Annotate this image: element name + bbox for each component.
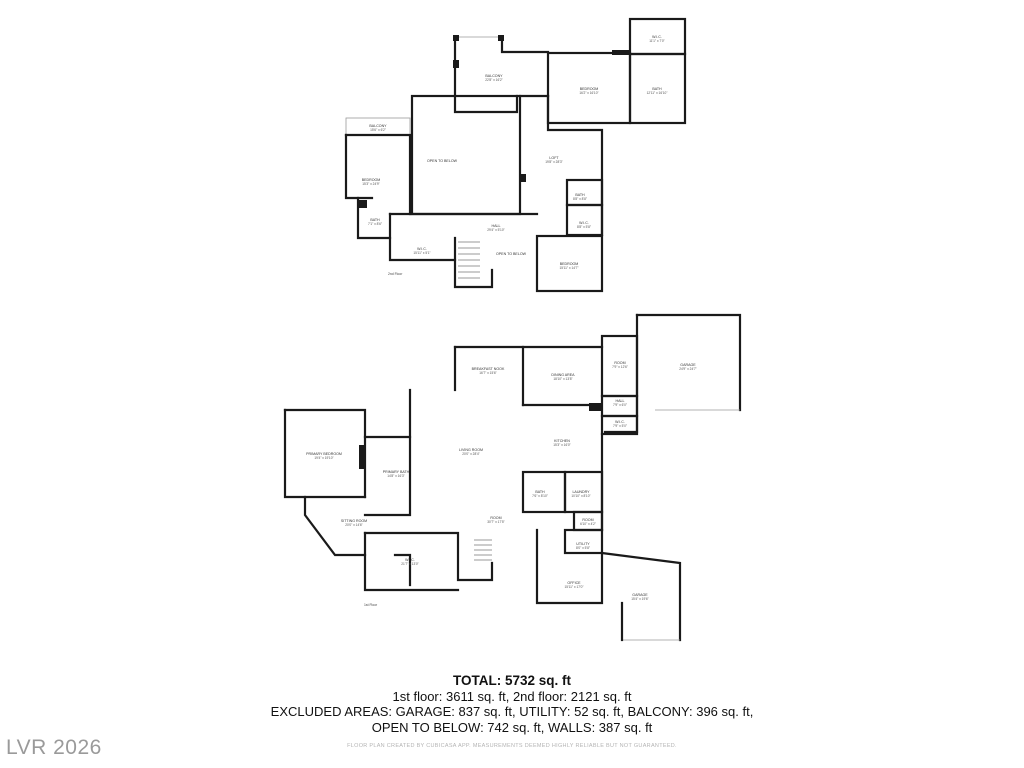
- room-name-hall-1: HALL: [616, 399, 625, 403]
- room-name-wic-1: W.I.C.: [615, 420, 625, 424]
- room-name-primary-bedroom: PRIMARY BEDROOM: [306, 452, 342, 456]
- disclaimer-text: FLOOR PLAN CREATED BY CUBICASA APP. MEAS…: [347, 743, 677, 749]
- room-name-loft: LOFT: [549, 156, 559, 160]
- room-name-laundry: LAUNDRY: [572, 490, 590, 494]
- room-dimension-loft: 19'8" x 28'3": [545, 160, 562, 164]
- room-dimension-sitting: 20'0" x 14'6": [345, 523, 362, 527]
- area-summary: TOTAL: 5732 sq. ft 1st floor: 3611 sq. f…: [0, 673, 1024, 735]
- room-name-wic-mid: W.I.C.: [579, 221, 589, 225]
- room-dimension-room-2: 30'7" x 17'5": [487, 520, 504, 524]
- first-floor-label: 1st Floor: [364, 603, 378, 607]
- room-dimension-hall-1: 7'9" x 6'0": [613, 403, 627, 407]
- room-dimension-balcony-left: 15'6" x 6'2": [370, 128, 386, 132]
- room-dimension-bedroom-top: 16'2" x 16'10": [579, 91, 598, 95]
- room-dimension-primary-bath: 14'8" x 16'3": [387, 474, 404, 478]
- room-dimension-wic-1: 7'9" x 5'0": [613, 424, 627, 428]
- room-name-breakfast: BREAKFAST NOOK: [472, 367, 505, 371]
- room-dimension-breakfast: 16'7" x 15'6": [479, 371, 496, 375]
- room-dimension-dining: 18'10" x 13'8": [553, 377, 572, 381]
- room-name-office: OFFICE: [567, 581, 581, 585]
- room-name-bedroom-left: BEDROOM: [362, 178, 381, 182]
- room-name-bath-top: BATH: [652, 87, 662, 91]
- second-floor-plan: 2nd Floor: [344, 17, 687, 293]
- first-floor-plan: 1st Floor: [283, 313, 742, 642]
- room-name-bath-mid: BATH: [575, 193, 585, 197]
- room-dimension-primary-bedroom: 19'4" x 19'10": [314, 456, 333, 460]
- room-name-bath-left: BATH: [370, 218, 380, 222]
- room-dimension-bath-left: 7'1" x 8'6": [368, 222, 382, 226]
- room-dimension-kitchen: 15'3" x 16'0": [553, 443, 570, 447]
- room-dimension-hall: 29'4" x 5'10": [487, 228, 504, 232]
- room-dimension-utility: 8'0" x 5'8": [576, 546, 590, 550]
- room-name-dining: DINING AREA: [551, 373, 575, 377]
- room-dimension-office: 15'11" x 17'0": [564, 585, 583, 589]
- excluded-areas-cont: OPEN TO BELOW: 742 sq. ft, WALLS: 387 sq…: [371, 719, 653, 735]
- room-name-living: LIVING ROOM: [459, 448, 483, 452]
- room-name-garage-1: GARAGE: [680, 363, 696, 367]
- room-dimension-bath-mid: 8'8" x 8'8": [573, 197, 587, 201]
- watermark: LVR 2026: [6, 736, 102, 759]
- room-name-wic-left: W.I.C.: [417, 247, 427, 251]
- room-dimension-bath-1: 7'6" x 8'10": [532, 494, 548, 498]
- floor-areas: 1st floor: 3611 sq. ft, 2nd floor: 2121 …: [392, 688, 632, 704]
- room-name-hall: HALL: [492, 224, 501, 228]
- room-name-garage-2: GARAGE: [632, 593, 648, 597]
- room-name-room-3: ROOM: [582, 518, 593, 522]
- room-name-balcony-left: BALCONY: [369, 124, 387, 128]
- second-floor-label: 2nd Floor: [388, 272, 403, 276]
- room-dimension-wic-mid: 8'8" x 5'8": [577, 225, 591, 229]
- room-dimension-wic-2: 21'7" x 13'0": [401, 562, 418, 566]
- room-dimension-room-1: 7'9" x 12'6": [612, 365, 628, 369]
- room-name-bedroom-top: BEDROOM: [580, 87, 599, 91]
- room-dimension-room-3: 6'10" x 4'2": [580, 522, 596, 526]
- room-name-utility: UTILITY: [576, 542, 590, 546]
- room-dimension-bedroom-bottom: 15'11" x 14'7": [559, 266, 578, 270]
- floor-plan: 2nd Floor: [283, 17, 742, 642]
- room-name-bedroom-bottom: BEDROOM: [560, 262, 579, 266]
- room-dimension-garage-1: 24'9" x 24'7": [679, 367, 696, 371]
- room-dimension-living: 20'0" x 28'4": [462, 452, 479, 456]
- room-dimension-bath-top: 12'11" x 16'10": [647, 91, 668, 95]
- room-dimension-w-i-c-top: 11'1" x 7'0": [649, 39, 664, 43]
- room-name-open-below: OPEN TO BELOW: [427, 159, 458, 163]
- room-dimension-balcony-top: 22'8" x 16'2": [485, 78, 502, 82]
- room-dimension-garage-2: 15'4" x 19'6": [631, 597, 648, 601]
- room-name-bath-1: BATH: [535, 490, 545, 494]
- room-name-sitting: SITTING ROOM: [341, 519, 367, 523]
- room-name-primary-bath: PRIMARY BATH: [383, 470, 410, 474]
- room-name-kitchen: KITCHEN: [554, 439, 570, 443]
- room-dimension-wic-left: 15'11" x 5'1": [413, 251, 430, 255]
- room-name-room-2: ROOM: [490, 516, 501, 520]
- room-name-wic-2: W.I.C.: [405, 558, 415, 562]
- room-name-room-1: ROOM: [614, 361, 625, 365]
- total-area: TOTAL: 5732 sq. ft: [452, 673, 572, 688]
- room-dimension-bedroom-left: 15'3" x 24'9": [362, 182, 379, 186]
- room-dimension-laundry: 10'10" x 8'10": [571, 494, 590, 498]
- room-name-w-i-c-top: W.I.C.: [652, 35, 662, 39]
- room-name-balcony-top: BALCONY: [485, 74, 503, 78]
- room-name-open-below-2: OPEN TO BELOW: [496, 252, 527, 256]
- excluded-areas: EXCLUDED AREAS: GARAGE: 837 sq. ft, UTIL…: [270, 704, 754, 719]
